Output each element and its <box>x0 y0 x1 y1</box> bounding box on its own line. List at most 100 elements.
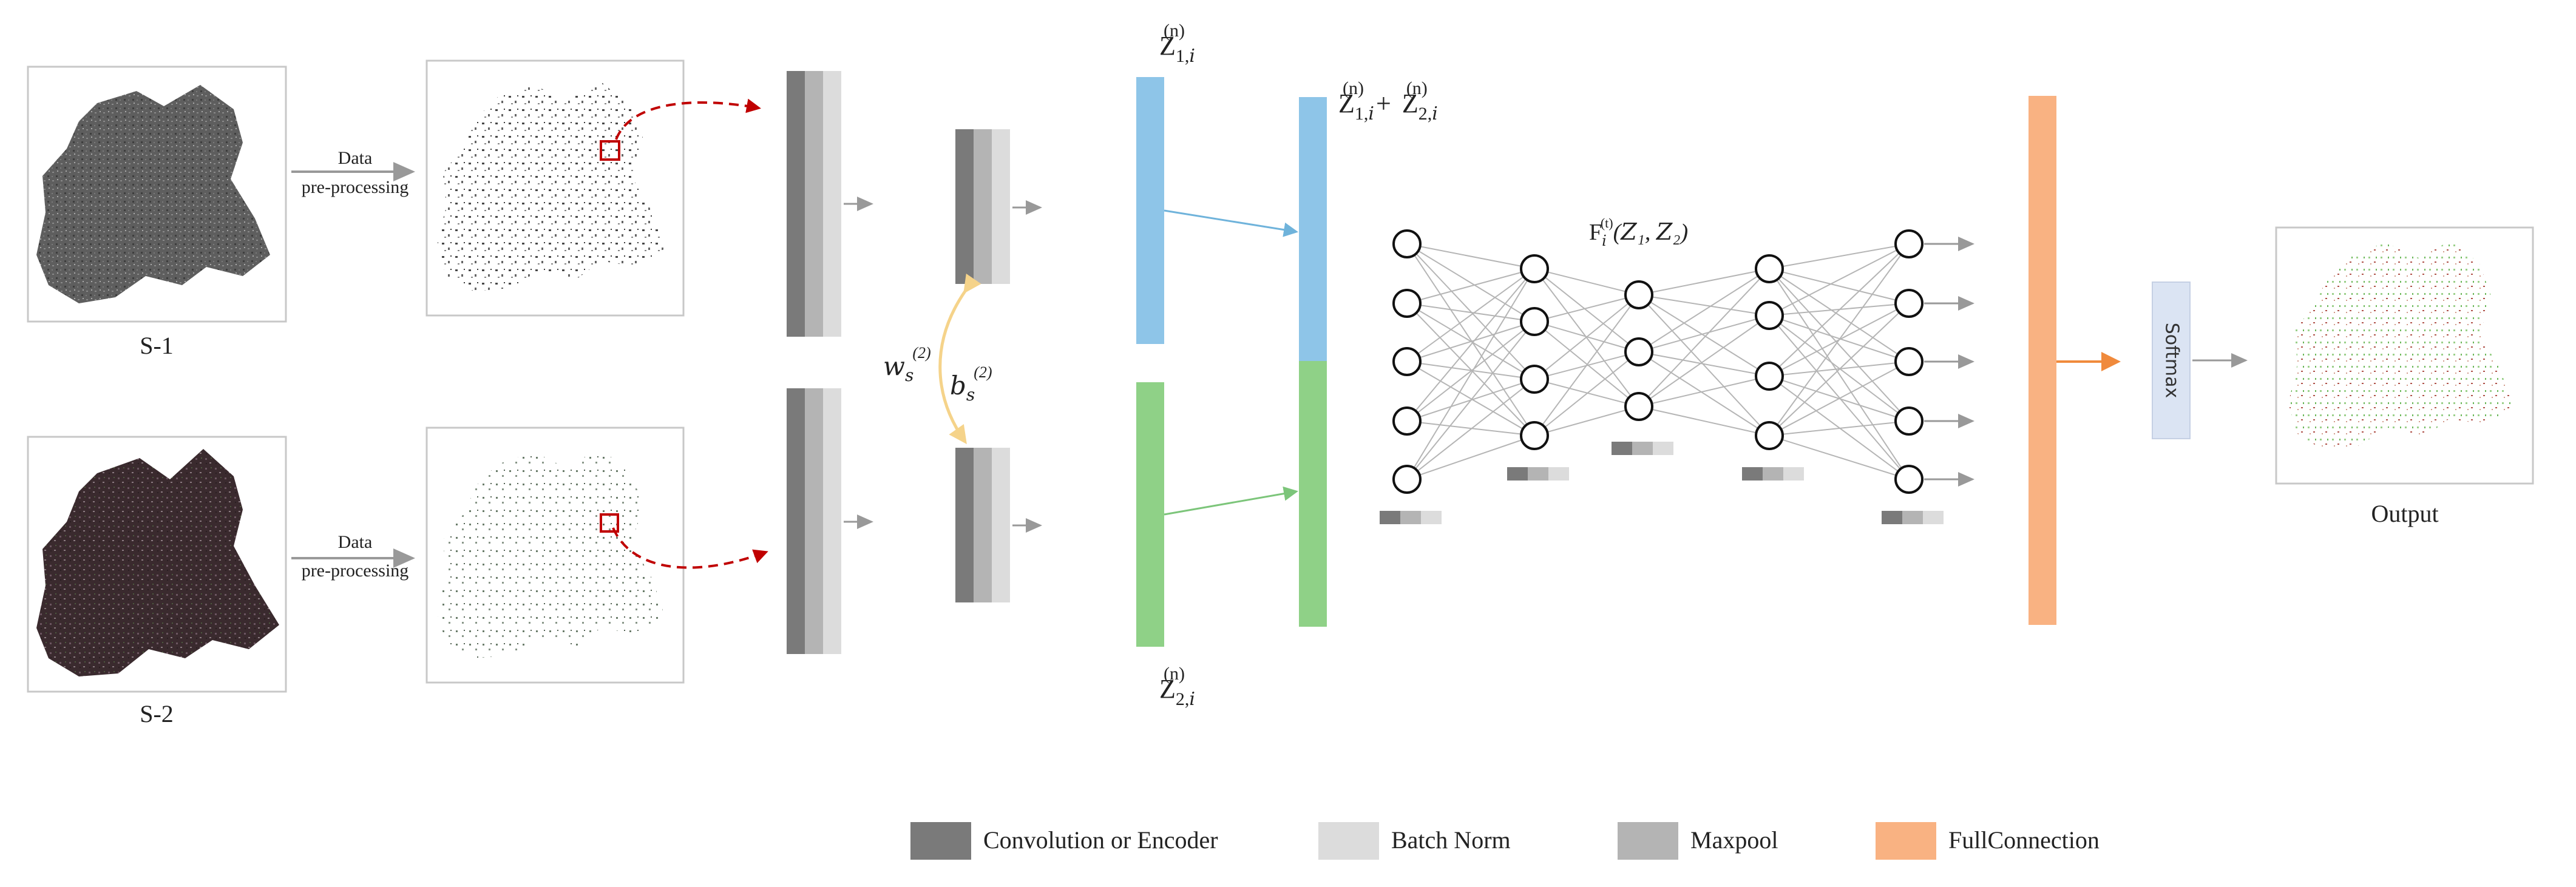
s1-roi-box <box>600 140 620 161</box>
fused-z2-sup: (n) <box>1406 78 1428 98</box>
nn-node-layer-4 <box>1755 421 1784 450</box>
z1-label: Z1,𝑖(n) <box>1159 21 1195 66</box>
nn-connection <box>1534 294 1639 436</box>
conv-stack-bottom <box>787 388 841 654</box>
nn-connection <box>1534 268 1639 352</box>
preprocess-top-line2: pre-processing <box>302 177 409 197</box>
nn-layer-bar-segment <box>1742 467 1763 481</box>
legend-swatch <box>910 822 971 860</box>
nn-connection <box>1406 243 1535 269</box>
nn-connection <box>1769 243 1910 269</box>
nn-connection <box>1638 315 1770 352</box>
nn-connection <box>1769 420 1910 436</box>
output-label: Output <box>2371 500 2438 527</box>
small-stack-bottom <box>955 448 1010 602</box>
weight-sharing-arrow <box>938 273 981 445</box>
nn-connection <box>1638 406 1770 436</box>
nn-connection <box>1534 268 1639 295</box>
z2-to-fused-line <box>1164 486 1298 516</box>
weight-base: 𝑤 <box>883 353 905 381</box>
nn-connection <box>1638 351 1770 377</box>
nn-layer-bar-segment <box>1783 467 1804 481</box>
nn-node-layer-1 <box>1392 347 1422 376</box>
fused-z2-base: Z <box>1402 89 1418 118</box>
nn-node-layer-1 <box>1392 229 1422 258</box>
nn-connection <box>1769 303 1910 436</box>
roi-arrow-bottom <box>612 527 768 569</box>
nn-connection <box>1769 243 1910 316</box>
preprocess-bottom-line2: pre-processing <box>302 561 409 581</box>
nn-connection <box>1406 243 1535 380</box>
nn-connection <box>1534 351 1639 436</box>
fusion-network <box>1380 229 1974 524</box>
nn-connection <box>1638 315 1770 407</box>
preprocess-bottom-line1: Data <box>338 532 373 552</box>
nn-layer-bar-segment <box>1902 511 1923 524</box>
weight-sub: 𝑠 <box>905 366 913 385</box>
fused-z1-sub: 1,𝑖 <box>1355 104 1374 124</box>
s1-preprocessed <box>425 59 685 317</box>
nn-connection <box>1406 361 1535 380</box>
softmax-label: Softmax <box>2161 323 2183 399</box>
preprocess-top-line1: Data <box>338 148 373 168</box>
output-classified-map <box>2288 240 2513 449</box>
nn-node-layer-5 <box>1894 229 1924 258</box>
nn-layer-bar-segment <box>1882 511 1902 524</box>
nn-connection <box>1638 294 1770 316</box>
nn-connection <box>1534 379 1639 407</box>
nn-node-layer-5 <box>1894 406 1924 436</box>
s1-input <box>27 66 287 323</box>
fused-label: Z1,𝑖(n)+Z2,𝑖(n) <box>1338 78 1438 124</box>
nn-connection <box>1534 294 1639 322</box>
nn-connection <box>1406 268 1535 480</box>
nn-node-layer-1 <box>1392 289 1422 318</box>
z1-feature-bar <box>1136 77 1164 344</box>
s2-roi-box <box>600 513 619 533</box>
z1-sub: 1,𝑖 <box>1176 46 1195 66</box>
legend-swatch <box>1318 822 1379 860</box>
bias-sub: 𝑠 <box>966 386 975 405</box>
nn-connection <box>1638 294 1770 436</box>
s1-label: S-1 <box>140 332 174 359</box>
legend-label: Maxpool <box>1690 826 1778 854</box>
fusion-function-label: F𝑖(t)(𝑍₁, 𝑍₂) <box>1589 215 1688 249</box>
nn-layer-bar-segment <box>1380 511 1400 524</box>
z1-base: Z <box>1159 31 1176 61</box>
nn-node-layer-5 <box>1894 289 1924 318</box>
nn-connection <box>1769 361 1910 436</box>
nn-connection <box>1769 243 1910 377</box>
nn-connection <box>1406 243 1535 322</box>
nn-layer-bar-segment <box>1612 442 1632 455</box>
nn-connection <box>1638 376 1770 407</box>
nn-connection <box>1769 268 1910 422</box>
nn-connection <box>1638 268 1770 407</box>
output-map <box>2275 226 2534 485</box>
nn-connection <box>1406 303 1535 436</box>
nn-node-layer-2 <box>1520 307 1549 336</box>
nn-connection <box>1769 315 1910 480</box>
fused-z1-base: Z <box>1338 89 1355 118</box>
nn-node-layer-2 <box>1520 254 1549 283</box>
nn-node-layer-5 <box>1894 465 1924 494</box>
fused-z2-sub: 2,𝑖 <box>1418 104 1438 124</box>
nn-connection <box>1534 294 1639 380</box>
s1-preprocessed-map <box>437 82 665 291</box>
s2-input <box>27 436 287 693</box>
nn-connection <box>1638 294 1770 377</box>
nn-connection <box>1406 420 1535 436</box>
nn-connection <box>1406 321 1535 362</box>
nn-connection <box>1406 243 1535 436</box>
nn-layer-bar-segment <box>1763 467 1783 481</box>
s2-region-map <box>36 449 279 676</box>
nn-connection <box>1638 268 1770 352</box>
z2-feature-bar <box>1136 382 1164 647</box>
nn-node-layer-4 <box>1755 301 1784 330</box>
small-stack-top <box>955 129 1010 284</box>
nn-node-layer-2 <box>1520 421 1549 450</box>
nn-connection <box>1406 268 1535 422</box>
nn-layer-bar-segment <box>1632 442 1653 455</box>
z1-to-fused-line <box>1164 209 1298 237</box>
nn-connection <box>1769 435 1910 480</box>
nn-node-layer-2 <box>1520 365 1549 394</box>
z2-sup: (n) <box>1164 664 1185 684</box>
